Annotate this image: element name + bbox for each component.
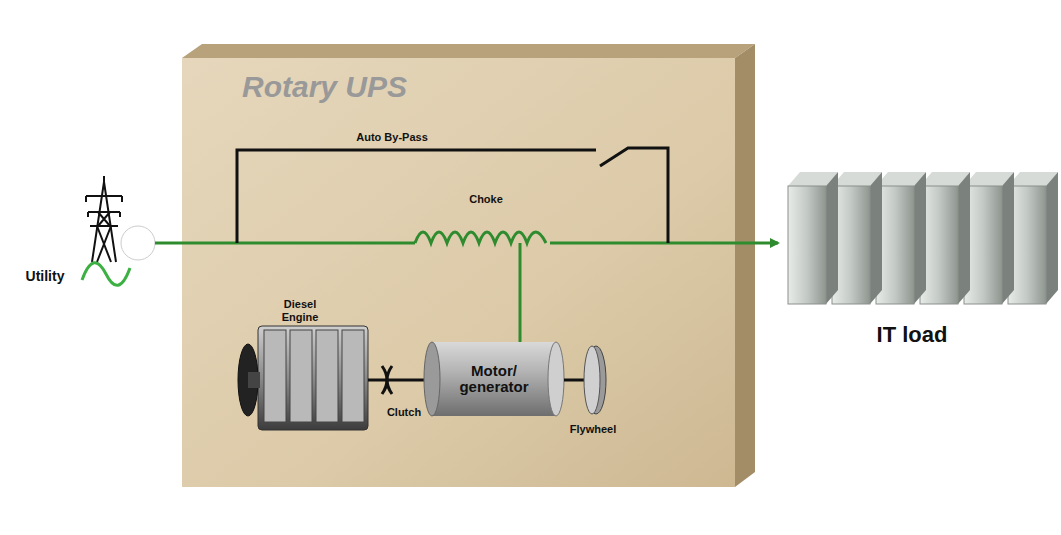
bypass-line	[237, 150, 596, 243]
rotary-ups-housing: Rotary UPS Motor/ generator	[182, 58, 735, 487]
cabinet	[876, 172, 926, 304]
sine-wave	[82, 263, 130, 286]
flywheel-label: Flywheel	[570, 423, 616, 435]
tap-line	[519, 243, 522, 342]
utility-tower	[86, 176, 122, 262]
cabinet	[920, 172, 970, 304]
bypass-label: Auto By-Pass	[356, 131, 428, 143]
power-line	[550, 242, 778, 245]
cabinet	[1008, 172, 1058, 304]
diesel-engine	[238, 326, 368, 430]
choke-coil	[415, 232, 546, 243]
load-label: IT load	[877, 322, 948, 348]
node-label: Motor/ generator	[432, 363, 556, 396]
engine-label: Diesel Engine	[270, 298, 330, 323]
box-title: Rotary UPS	[242, 70, 407, 104]
it-load-cabinets	[788, 172, 1058, 304]
power-line	[155, 242, 415, 245]
motor-generator-box: Motor/ generator	[432, 342, 556, 416]
housing-top	[182, 44, 755, 58]
clutch-label: Clutch	[387, 406, 421, 418]
bypass-switch	[600, 148, 668, 243]
housing-side	[735, 44, 755, 487]
cabinet	[788, 172, 838, 304]
cabinet	[832, 172, 882, 304]
source-label: Utility	[26, 268, 65, 284]
clutch	[382, 366, 392, 394]
choke-label: Choke	[469, 193, 503, 205]
flywheel	[584, 346, 606, 414]
utility-source	[121, 226, 155, 260]
motor-generator	[424, 342, 564, 416]
shaft	[368, 379, 428, 382]
housing-face	[182, 58, 735, 487]
cabinet	[964, 172, 1014, 304]
